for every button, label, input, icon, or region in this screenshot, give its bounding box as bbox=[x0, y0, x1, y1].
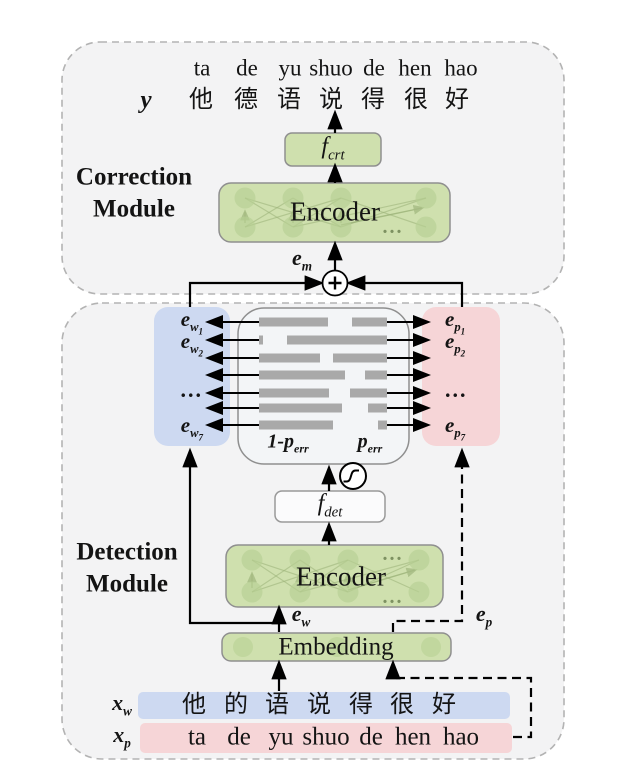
y-char-token: 德 bbox=[234, 87, 258, 113]
xp-sequence-bar bbox=[140, 723, 512, 753]
pinyin-embedding-panel bbox=[422, 307, 500, 446]
detection-module-label-2: Module bbox=[86, 570, 168, 598]
y-pinyin-token: shuo bbox=[309, 55, 353, 81]
detection-encoder-box bbox=[225, 544, 444, 608]
arrow-ew-to-left-panel bbox=[182, 447, 279, 625]
y-char-token: 好 bbox=[445, 87, 469, 113]
em-label: em bbox=[291, 245, 313, 274]
ep-vector-label: ep7 bbox=[445, 413, 466, 443]
xp-pinyin-token: yu bbox=[268, 723, 294, 751]
fcrt-label: fcrt bbox=[321, 133, 345, 164]
bar-perr bbox=[365, 370, 387, 380]
ew-vector-label: ew1 bbox=[180, 307, 203, 337]
bar-1-minus-perr bbox=[259, 420, 333, 430]
correction-encoder-dots: ... bbox=[382, 216, 404, 238]
detection-encoder-dots-bottom: ... bbox=[382, 586, 404, 608]
embedding-label: Embedding bbox=[278, 633, 394, 661]
bar-perr bbox=[350, 388, 387, 398]
xp-pinyin-token: de bbox=[359, 723, 383, 751]
xw-char-token: 说 bbox=[307, 692, 331, 718]
ep-label: ep bbox=[475, 601, 493, 630]
xw-char-token: 很 bbox=[390, 692, 414, 718]
y-char-token: 语 bbox=[277, 87, 301, 113]
operators bbox=[321, 269, 367, 490]
y-char-token: 得 bbox=[361, 87, 385, 113]
arrow-left-to-sum bbox=[188, 275, 325, 307]
y-pinyin-token: yu bbox=[278, 55, 302, 81]
xp-pinyin-token: hen bbox=[394, 723, 432, 751]
arrow-right-to-sum bbox=[345, 275, 464, 307]
ew-vector-label: ... bbox=[180, 377, 203, 402]
bar-1-minus-perr bbox=[259, 317, 328, 327]
detection-module-label-1: Detection bbox=[76, 538, 178, 566]
fdet-label: fdet bbox=[317, 490, 343, 521]
xw-sequence-bar bbox=[138, 692, 510, 719]
y-pinyin-token: de bbox=[236, 55, 258, 81]
y-char-token: 他 bbox=[189, 87, 213, 113]
bar-perr bbox=[378, 420, 387, 430]
bar-1-minus-perr bbox=[259, 388, 329, 398]
perr-label: perr bbox=[357, 430, 383, 456]
bar-1-minus-perr bbox=[259, 403, 342, 413]
xw-char-token: 语 bbox=[265, 692, 289, 718]
xw-char-token: 他 bbox=[182, 692, 206, 718]
bar-perr bbox=[368, 403, 387, 413]
xw-label: xw bbox=[112, 690, 132, 719]
xp-pinyin-token: hao bbox=[442, 723, 480, 751]
ep-vector-label: ep2 bbox=[445, 329, 466, 359]
y-output-label: y bbox=[140, 86, 152, 114]
detection-encoder-label: Encoder bbox=[296, 561, 386, 592]
probability-bars bbox=[259, 317, 387, 430]
plus-icon bbox=[328, 276, 342, 290]
detection-encoder-dots-top: ... bbox=[382, 543, 404, 565]
probability-box bbox=[237, 307, 410, 465]
encoder-nodes-decor bbox=[233, 187, 441, 657]
xw-char-token: 得 bbox=[349, 692, 373, 718]
xp-pinyin-token: de bbox=[227, 723, 251, 751]
bar-perr bbox=[287, 335, 387, 345]
xp-pinyin-token: shuo bbox=[302, 723, 350, 751]
y-pinyin-token: de bbox=[363, 55, 385, 81]
xw-char-token: 的 bbox=[224, 692, 248, 718]
xp-label: xp bbox=[113, 722, 131, 751]
dashed-ep-to-pink-panel bbox=[391, 447, 470, 632]
sigmoid-icon bbox=[343, 469, 359, 483]
correction-encoder-label: Encoder bbox=[290, 196, 380, 227]
bar-1-minus-perr bbox=[259, 335, 263, 345]
correction-module-label-2: Module bbox=[93, 195, 175, 223]
sigmoid-circle bbox=[339, 462, 367, 490]
bar-perr bbox=[352, 317, 387, 327]
correction-module-label-1: Correction bbox=[75, 163, 193, 191]
dashed-xp-to-embedding bbox=[385, 659, 533, 739]
connector-arrows bbox=[182, 109, 533, 739]
y-pinyin-token: hen bbox=[398, 55, 432, 81]
y-pinyin-token: hao bbox=[444, 55, 478, 81]
ew-vector-label: ew2 bbox=[180, 329, 203, 359]
bar-perr bbox=[333, 353, 387, 363]
xw-char-token: 好 bbox=[432, 692, 456, 718]
one-minus-perr-label: 1-perr bbox=[267, 430, 309, 456]
bar-1-minus-perr bbox=[259, 353, 320, 363]
bar-1-minus-perr bbox=[259, 370, 345, 380]
ew-vector-label: ew7 bbox=[180, 413, 203, 443]
ep-vector-label: ep1 bbox=[445, 307, 466, 337]
y-char-token: 很 bbox=[404, 87, 428, 113]
ep-vector-label: ... bbox=[445, 377, 468, 402]
ew-label: ew bbox=[291, 601, 311, 630]
xp-pinyin-token: ta bbox=[187, 723, 207, 751]
y-char-token: 说 bbox=[319, 87, 343, 113]
y-pinyin-token: ta bbox=[193, 55, 211, 81]
